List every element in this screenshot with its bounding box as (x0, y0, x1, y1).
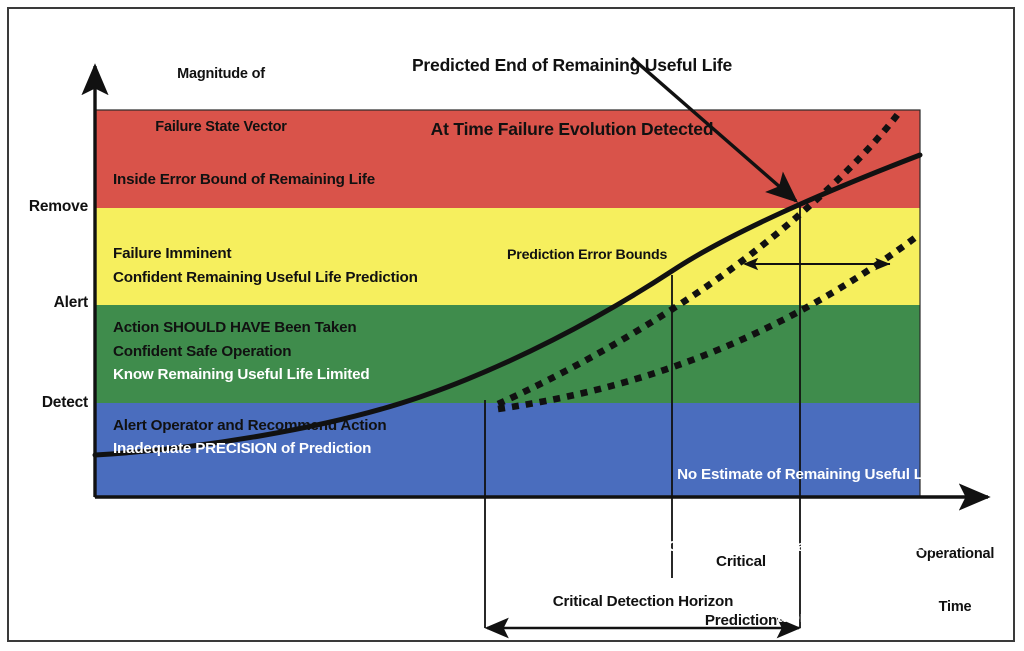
band-blue-line-2: Confident Greater than Critical Detectio… (594, 537, 941, 555)
band-red-line-1: Inside Error Bound of Remaining Life (113, 171, 375, 189)
band-red-line-2: Failure Imminent (113, 245, 232, 263)
critical-prediction-horizon-line2: Prediction (704, 611, 778, 629)
y-tick-label-remove: Remove (28, 198, 88, 215)
band-text-blue: No Estimate of Remaining Useful Life Con… (420, 416, 941, 651)
band-green-line-2: Inadequate PRECISION of Prediction (113, 440, 372, 458)
critical-prediction-horizon-label: Critical Prediction Horizon (683, 512, 799, 651)
critical-prediction-horizon-line1: Critical (716, 552, 766, 570)
band-yellow-line-2: Confident Safe Operation (113, 343, 292, 361)
band-blue-line-1: No Estimate of Remaining Useful Life (677, 466, 940, 484)
band-text-red: Inside Error Bound of Remaining Life Fai… (113, 119, 573, 390)
figure-title-line2: At Time Failure Evolution Detected (430, 118, 714, 139)
critical-detection-horizon-label: Critical Detection Horizon (552, 593, 734, 610)
x-axis-label-line2: Time (938, 599, 972, 616)
prediction-error-bounds-label: Prediction Error Bounds (507, 247, 668, 263)
y-axis-label: Magnitude of Failure State Vector (121, 31, 321, 173)
y-axis-label-line2: Failure State Vector (155, 119, 287, 136)
band-text-yellow: Confident Remaining Useful Life Predicti… (113, 217, 583, 488)
y-tick-label-detect: Detect (41, 394, 88, 411)
x-axis-label: Operational Time (893, 511, 1017, 651)
figure-title: Predicted End of Remaining Useful Life A… (362, 12, 782, 183)
band-yellow-line-1: Confident Remaining Useful Life Predicti… (113, 269, 418, 287)
band-red-line-3: Action SHOULD HAVE Been Taken (113, 319, 357, 336)
band-yellow-line-3: Alert Operator and Recommend Action (113, 417, 387, 434)
figure-title-line1: Predicted End of Remaining Useful Life (411, 54, 733, 75)
band-green-line-1: Know Remaining Useful Life Limited (113, 366, 370, 384)
band-text-green: Know Remaining Useful Life Limited Inade… (113, 314, 583, 585)
band-green-line-3: Don’t Tell Operator (Unless Asked) (113, 514, 356, 531)
y-tick-label-alert: Alert (53, 294, 89, 311)
x-axis-label-line1: Operational (915, 546, 995, 563)
figure-border (7, 7, 1015, 642)
band-blue-line-3: Can’t Give Operator Useful Information (665, 608, 940, 626)
y-axis-label-line1: Magnitude of (177, 66, 265, 83)
